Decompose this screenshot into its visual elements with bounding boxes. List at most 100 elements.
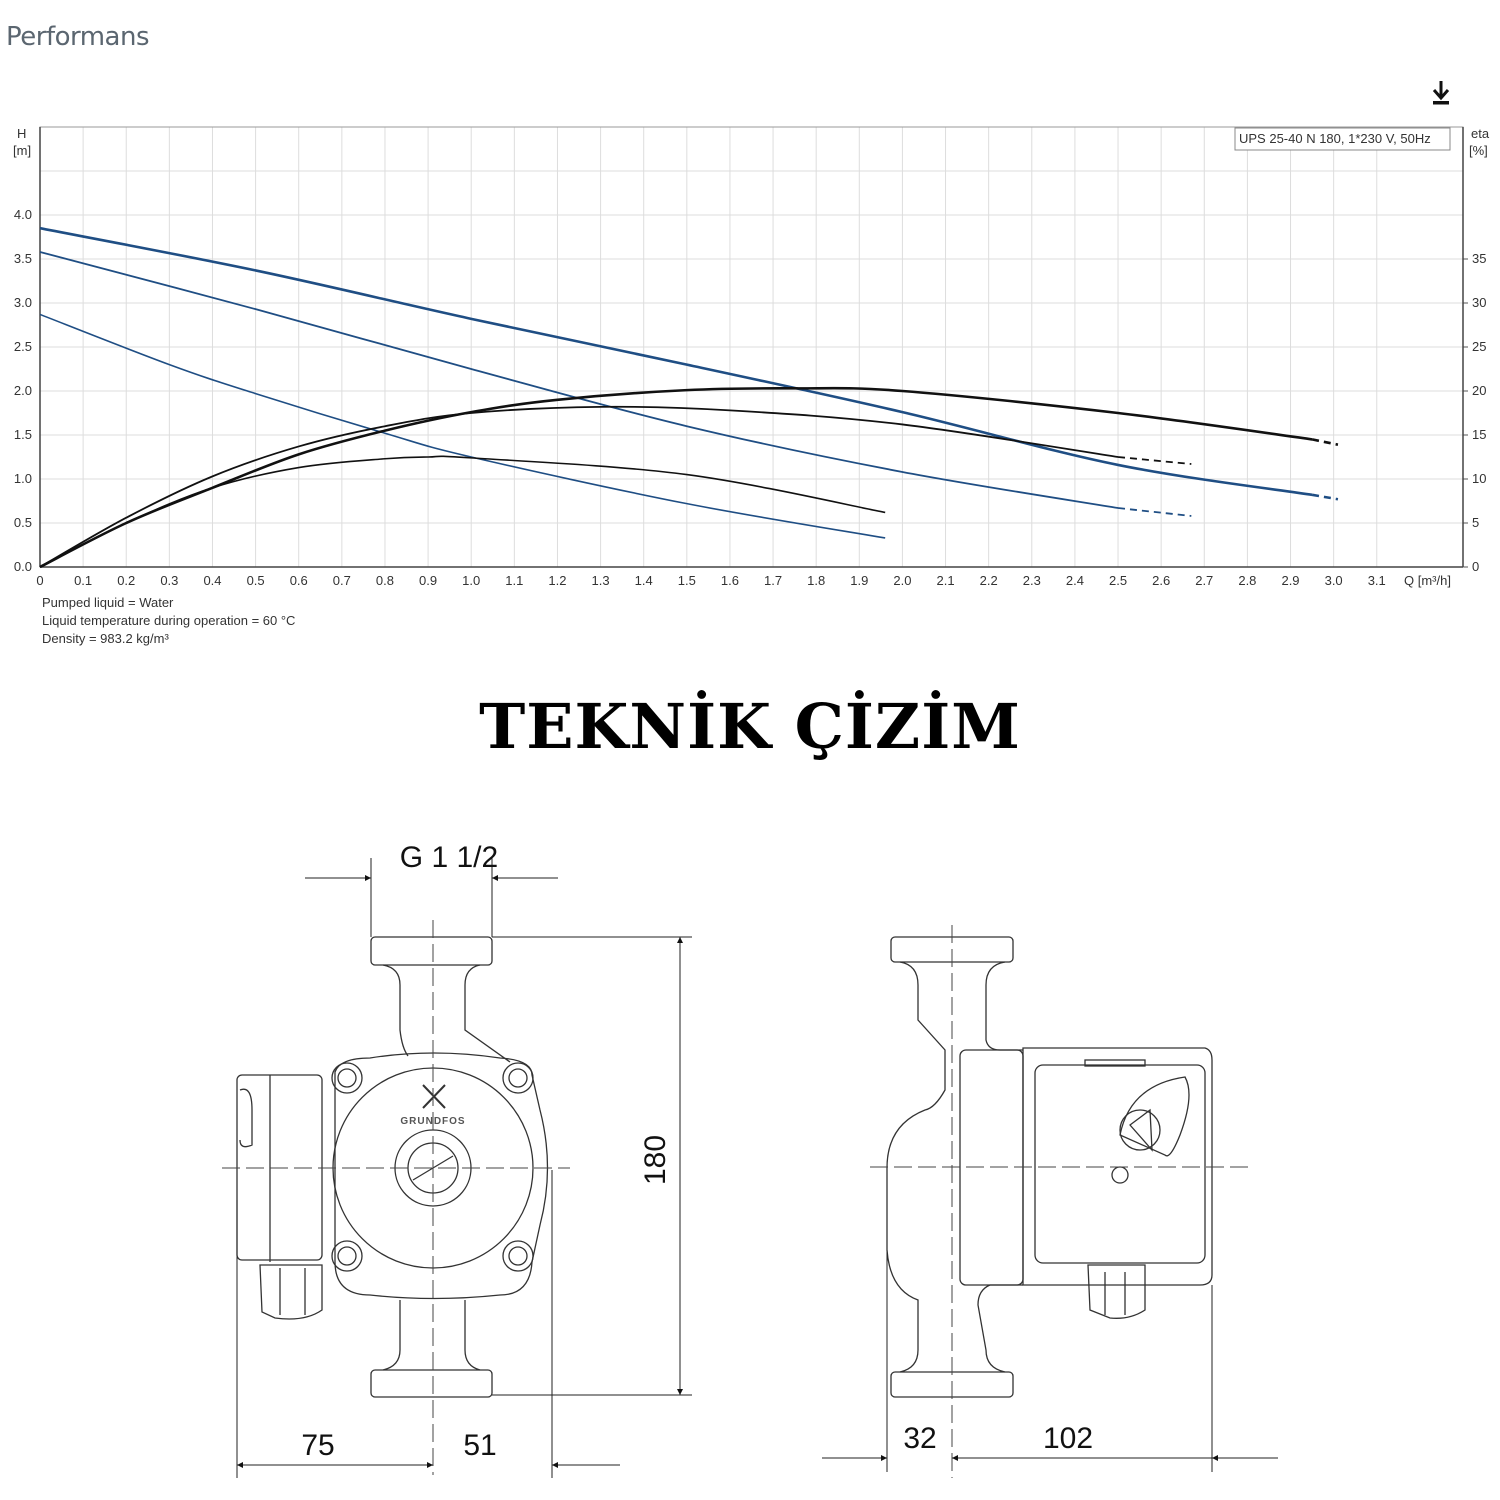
- efficiency-curve-speed-2-extension: [1117, 456, 1192, 465]
- x-tick-label: 1.1: [505, 573, 523, 588]
- x-tick-label: 1.8: [807, 573, 825, 588]
- hub-outer: [394, 1129, 472, 1207]
- y-axis-label-eta: eta: [1471, 126, 1490, 141]
- bolt-hole: [508, 1068, 528, 1088]
- note-density: Density = 983.2 kg/m³: [42, 631, 169, 646]
- bolt-hole: [508, 1246, 528, 1266]
- top-flange: [370, 936, 493, 966]
- efficiency-curve-speed-1: [39, 455, 886, 568]
- dim-connection-size: G 1 1/2: [400, 841, 498, 874]
- y-left-tick-label: 3.5: [14, 251, 32, 266]
- y-left-tick-label: 3.0: [14, 295, 32, 310]
- x-tick-label: 1.0: [462, 573, 480, 588]
- y-axis-label-h-unit: [m]: [13, 143, 31, 158]
- y-left-tick-label: 4.0: [14, 207, 32, 222]
- x-tick-label: 0.1: [74, 573, 92, 588]
- logo-mark-icon: [422, 1084, 446, 1109]
- side-view: [886, 936, 1213, 1398]
- efficiency-curve-speed-3-extension: [1311, 438, 1339, 446]
- x-tick-label: 2.0: [893, 573, 911, 588]
- x-tick-label: 2.5: [1109, 573, 1127, 588]
- note-liquid-temperature: Liquid temperature during operation = 60…: [42, 613, 296, 628]
- x-tick-label: 0.2: [117, 573, 135, 588]
- y-right-tick-label: 15: [1472, 427, 1486, 442]
- efficiency-curve-speed-2: [39, 405, 1119, 568]
- x-tick-label: 2.2: [980, 573, 998, 588]
- y-left-tick-label: 1.0: [14, 471, 32, 486]
- head-curve-speed-3: [39, 226, 1313, 497]
- y-right-tick-label: 25: [1472, 339, 1486, 354]
- x-axis-label: Q [m³/h]: [1404, 573, 1451, 588]
- x-tick-label: 2.7: [1195, 573, 1213, 588]
- y-right-tick-label: 30: [1472, 295, 1486, 310]
- motor-housing: [1022, 1047, 1213, 1286]
- side-dimensions: [822, 1250, 1278, 1472]
- download-button[interactable]: [1428, 78, 1454, 108]
- x-tick-label: 1.6: [721, 573, 739, 588]
- x-tick-label: 0.4: [203, 573, 221, 588]
- x-tick-label: 1.4: [635, 573, 653, 588]
- dim-height: 180: [639, 1135, 672, 1185]
- section-title: Performans: [6, 22, 150, 52]
- bolt-hole: [337, 1246, 357, 1266]
- x-tick-label: 2.9: [1281, 573, 1299, 588]
- dim-side-right: 102: [1043, 1422, 1093, 1455]
- cable-gland: [259, 1264, 323, 1320]
- x-tick-label: 1.5: [678, 573, 696, 588]
- terminal-box: [236, 1074, 323, 1261]
- x-tick-label: 1.9: [850, 573, 868, 588]
- screw-icon: [1111, 1166, 1129, 1184]
- legend-text: UPS 25-40 N 180, 1*230 V, 50Hz: [1239, 131, 1431, 146]
- download-icon: [1432, 81, 1450, 105]
- pump-housing: [334, 1052, 549, 1300]
- x-tick-label: 0: [36, 573, 43, 588]
- efficiency-curve-speed-3: [39, 386, 1313, 569]
- speed-selector-knob: [1119, 1076, 1190, 1157]
- head-curve-speed-1: [39, 313, 886, 539]
- x-tick-label: 2.4: [1066, 573, 1084, 588]
- y-right-tick-label: 0: [1472, 559, 1479, 574]
- y-right-tick-label: 35: [1472, 251, 1486, 266]
- note-pumped-liquid: Pumped liquid = Water: [42, 595, 174, 610]
- y-axis-label-eta-unit: [%]: [1469, 143, 1488, 158]
- dim-left-width: 75: [301, 1429, 334, 1462]
- y-left-tick-label: 1.5: [14, 427, 32, 442]
- x-tick-label: 0.7: [333, 573, 351, 588]
- x-tick-label: 2.3: [1023, 573, 1041, 588]
- x-tick-label: 3.0: [1325, 573, 1343, 588]
- head-curve-speed-2-extension: [1117, 507, 1192, 517]
- x-tick-label: 0.3: [160, 573, 178, 588]
- y-right-tick-label: 20: [1472, 383, 1486, 398]
- head-curve-speed-2: [39, 251, 1119, 509]
- performance-chart: 0 0.1 0.2 0.3 0.4 0.5 0.6 0.7 0.8 0.9 1.0 1.1 1.2 1.3…: [13, 126, 1490, 588]
- x-tick-label: 0.6: [290, 573, 308, 588]
- y-left-tick-label: 0.5: [14, 515, 32, 530]
- front-dimensions: [236, 858, 692, 1478]
- dim-side-left: 32: [903, 1422, 936, 1455]
- y-left-tick-label: 0.0: [14, 559, 32, 574]
- x-tick-label: 0.9: [419, 573, 437, 588]
- drawing-title: TEKNİK ÇİZİM: [479, 690, 1021, 763]
- x-tick-label: 2.1: [937, 573, 955, 588]
- motor-flange: [959, 1049, 1024, 1286]
- y-left-tick-label: 2.5: [14, 339, 32, 354]
- bolt-hole: [337, 1068, 357, 1088]
- head-curve-speed-3-extension: [1311, 493, 1339, 501]
- front-view: [236, 936, 549, 1398]
- hub-inner: [407, 1142, 459, 1194]
- x-tick-label: 1.7: [764, 573, 782, 588]
- x-tick-label: 0.5: [247, 573, 265, 588]
- x-tick-label: 0.8: [376, 573, 394, 588]
- front-centerlines: [222, 920, 570, 1475]
- rotor-can: [332, 1067, 534, 1269]
- chart-legend: UPS 25-40 N 180, 1*230 V, 50Hz: [1234, 127, 1451, 151]
- side-cable-gland: [1087, 1264, 1146, 1319]
- y-axis-label-h: H: [17, 126, 26, 141]
- x-tick-label: 1.3: [592, 573, 610, 588]
- x-tick-label: 2.6: [1152, 573, 1170, 588]
- bottom-flange: [370, 1369, 493, 1398]
- x-tick-label: 1.2: [548, 573, 566, 588]
- grundfos-logo: GRUNDFOS: [400, 1116, 465, 1127]
- side-centerlines: [870, 925, 1250, 1478]
- x-tick-label: 3.1: [1368, 573, 1386, 588]
